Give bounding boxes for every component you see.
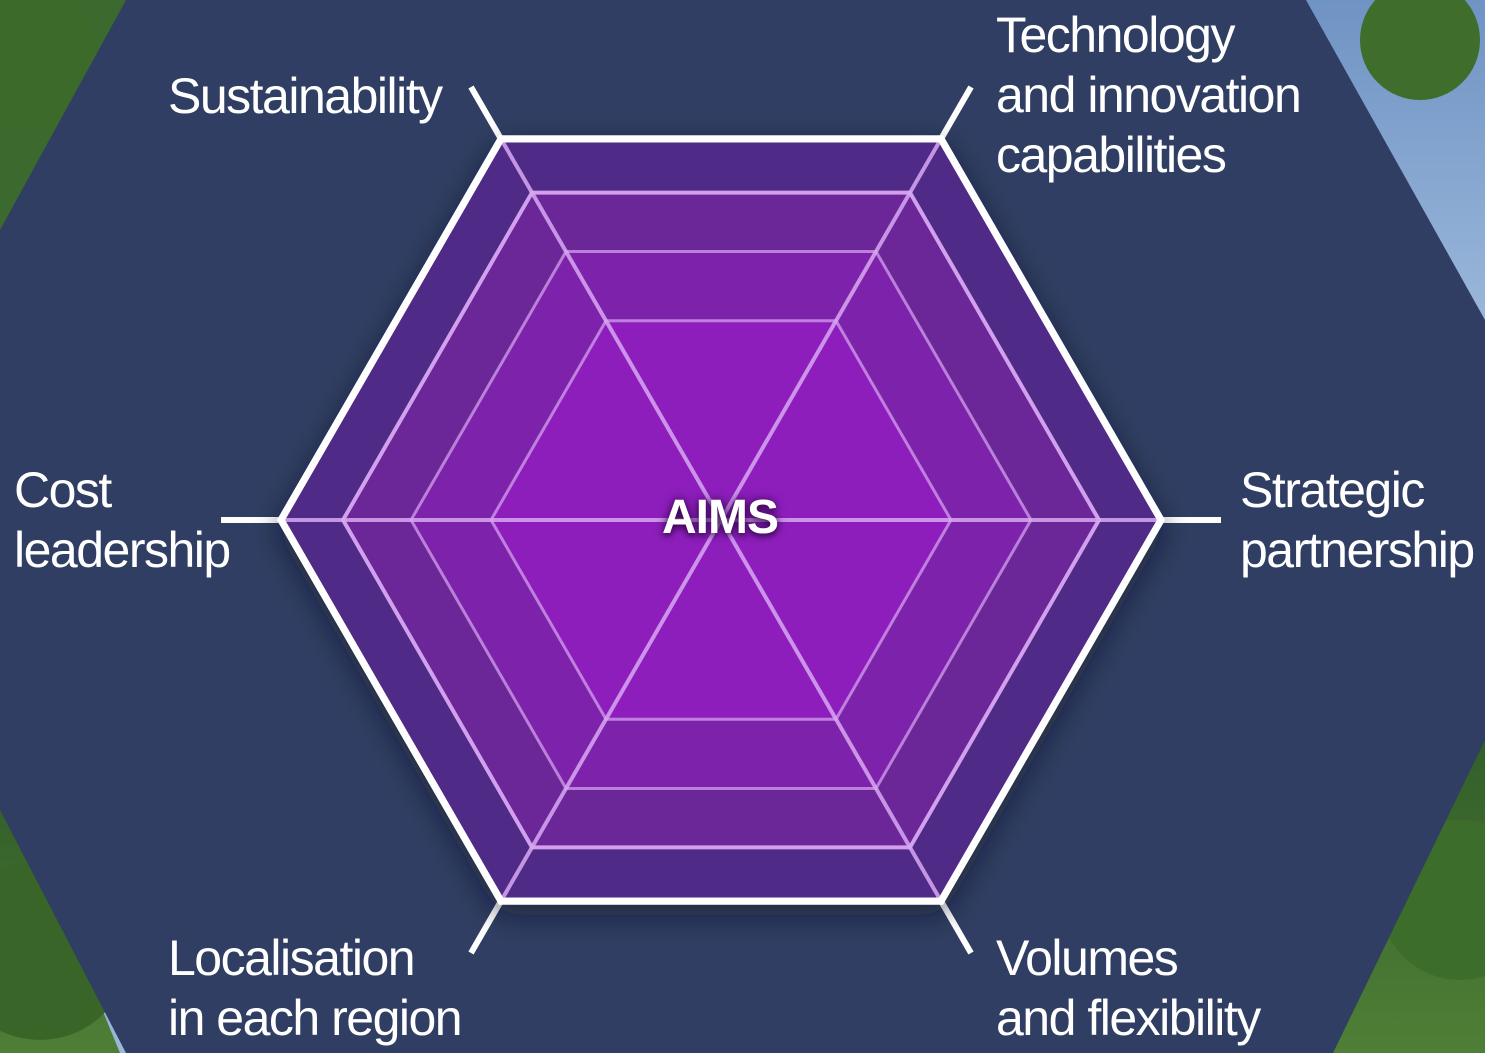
axis-label-sustainability: Sustainability [168, 66, 443, 126]
axis-label-strategic: Strategic partnership [1240, 460, 1475, 580]
axis-tick-outer [468, 899, 504, 955]
axis-label-cost: Cost leadership [14, 460, 231, 580]
axis-label-line: Technology [996, 7, 1235, 63]
center-label: AIMS [662, 491, 779, 544]
axis-label-line: Cost [14, 462, 112, 518]
axis-label-technology: Technology and innovation capabilities [996, 5, 1302, 185]
axis-label-line: and flexibility [996, 990, 1261, 1046]
axis-label-localisation: Localisation in each region [168, 928, 463, 1048]
hexagon-outline [276, 135, 1166, 905]
axis-label-line: Sustainability [168, 68, 443, 124]
axis-label-line: capabilities [996, 127, 1227, 183]
axis-label-line: Localisation [168, 930, 416, 986]
axis-tick-outer [468, 85, 504, 141]
axis-label-volumes: Volumes and flexibility [996, 928, 1261, 1048]
axis-label-line: in each region [168, 990, 463, 1046]
axis-spoke [499, 518, 723, 903]
axis-label-line: leadership [14, 522, 231, 578]
axis-tick-outer [938, 85, 974, 141]
axis-tick-outer [938, 899, 974, 955]
axis-label-line: Strategic [1240, 462, 1425, 518]
axis-label-line: partnership [1240, 522, 1475, 578]
axis-spoke [499, 137, 723, 521]
axis-spoke [719, 137, 943, 521]
axis-spoke [719, 518, 943, 903]
axis-label-line: and innovation [996, 67, 1302, 123]
axis-label-line: Volumes [996, 930, 1179, 986]
